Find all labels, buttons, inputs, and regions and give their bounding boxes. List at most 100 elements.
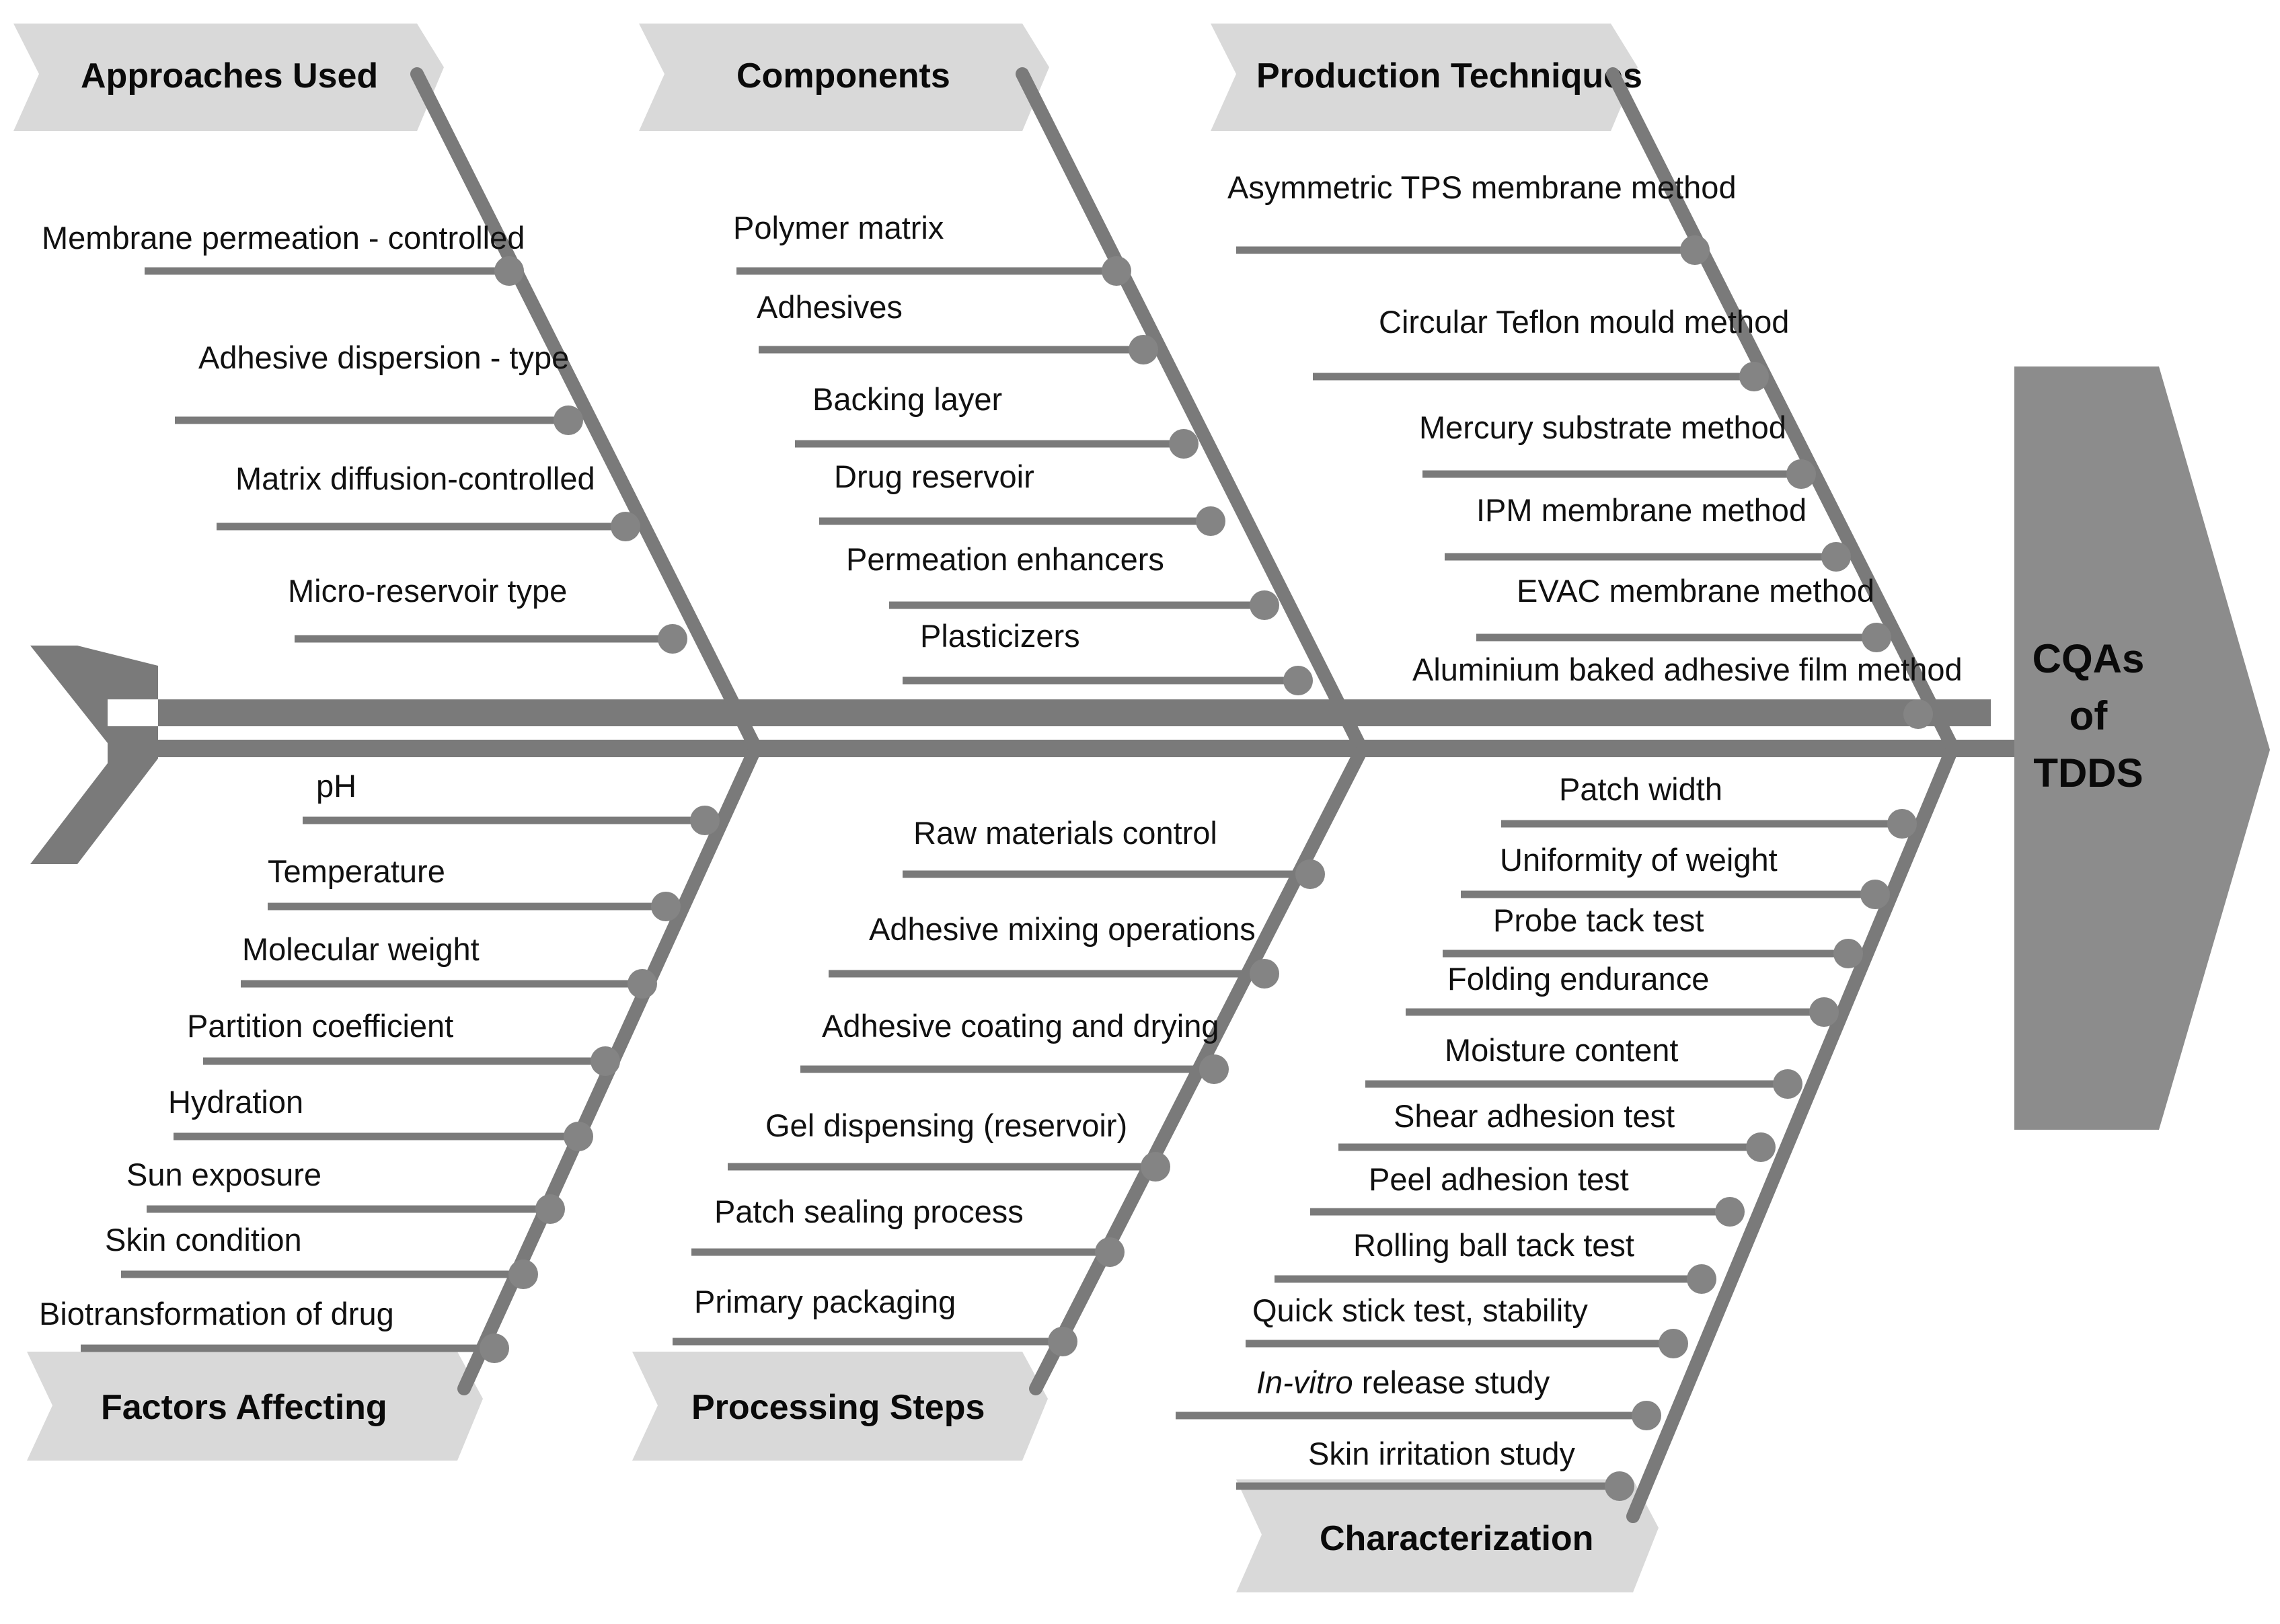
bone-label: Adhesive mixing operations — [869, 911, 1256, 947]
bone-group[interactable]: Drug reservoir — [819, 459, 1225, 536]
bone-label: Peel adhesion test — [1369, 1161, 1629, 1197]
bone-group[interactable]: Gel dispensing (reservoir) — [728, 1108, 1170, 1182]
bone-group[interactable]: Micro-reservoir type — [288, 573, 687, 654]
bone-dot — [1739, 362, 1769, 391]
bone-group[interactable]: Mercury substrate method — [1419, 410, 1816, 489]
bone-dot — [1659, 1329, 1688, 1358]
bone-label: Probe tack test — [1493, 902, 1704, 938]
bone-group[interactable]: Temperature — [268, 853, 681, 921]
bone-group[interactable]: Polymer matrix — [733, 210, 1131, 286]
banner-processing-steps — [632, 1352, 1048, 1461]
bone-group[interactable]: EVAC membrane method — [1476, 573, 1891, 652]
branch-approaches-used[interactable]: Approaches Used Membrane permeation - co… — [13, 24, 760, 750]
bone-group[interactable]: Adhesives — [757, 289, 1158, 364]
bone-group[interactable]: Folding endurance — [1406, 961, 1839, 1027]
bone-group[interactable]: Skin condition — [105, 1222, 538, 1289]
spine-tail-arrow — [30, 646, 1991, 864]
bone-label: Micro-reservoir type — [288, 573, 567, 609]
branch-line-characterization — [1626, 746, 1957, 1523]
bone-dot — [1887, 809, 1917, 839]
bone-group[interactable]: Uniformity of weight — [1461, 842, 1890, 909]
bone-group[interactable]: Probe tack test — [1443, 902, 1863, 968]
bone-group[interactable]: Aluminium baked adhesive film method — [1412, 652, 1963, 729]
bone-group[interactable]: Primary packaging — [673, 1284, 1077, 1356]
bone-group[interactable]: Plasticizers — [903, 618, 1313, 695]
bone-dot — [494, 256, 524, 286]
bone-group[interactable]: Backing layer — [795, 381, 1199, 459]
bone-group[interactable]: Moisture content — [1365, 1032, 1802, 1099]
bone-dot — [1169, 429, 1199, 459]
bone-dot — [535, 1194, 565, 1224]
bone-dot — [1102, 256, 1131, 286]
bone-label: Folding endurance — [1447, 961, 1709, 997]
bone-dot — [1196, 506, 1225, 536]
bone-dot — [611, 512, 640, 541]
bone-group[interactable]: Shear adhesion test — [1338, 1098, 1776, 1162]
bone-group[interactable]: Adhesive dispersion - type — [175, 340, 583, 435]
bone-label: Skin irritation study — [1308, 1436, 1576, 1471]
bone-group[interactable]: Biotransformation of drug — [39, 1296, 509, 1363]
bone-dot — [1250, 590, 1279, 620]
bone-group[interactable]: IPM membrane method — [1445, 492, 1851, 572]
bone-dot — [480, 1333, 509, 1363]
bone-group[interactable]: Sun exposure — [126, 1157, 565, 1224]
branch-components[interactable]: Components Polymer matrix Adhesives Back… — [639, 24, 1365, 750]
spine-group — [30, 646, 2058, 864]
bone-label: Adhesive coating and drying — [822, 1008, 1219, 1044]
banner-characterization — [1236, 1479, 1659, 1592]
bone-group[interactable]: Membrane permeation - controlled — [42, 220, 525, 286]
bone-label: Circular Teflon mould method — [1379, 304, 1789, 340]
bone-dot — [1809, 997, 1839, 1027]
bone-label: Partition coefficient — [187, 1008, 453, 1044]
bone-label: Adhesives — [757, 289, 903, 325]
bone-group[interactable]: Partition coefficient — [187, 1008, 620, 1076]
bone-group[interactable]: In-vitro release study — [1176, 1364, 1661, 1430]
bone-dot — [1862, 623, 1891, 652]
bone-dot — [1295, 859, 1325, 889]
bone-group[interactable]: pH — [303, 768, 720, 835]
bone-dot — [1860, 880, 1890, 909]
bone-dot — [1687, 1264, 1716, 1294]
bone-group[interactable]: Circular Teflon mould method — [1313, 304, 1789, 391]
bone-group[interactable]: Quick stick test, stability — [1246, 1292, 1688, 1358]
effect-head[interactable]: CQAs of TDDS — [2014, 366, 2270, 1130]
bone-group[interactable]: Molecular weight — [241, 931, 657, 999]
branch-production-techniques[interactable]: Production Techniques Asymmetric TPS mem… — [1211, 24, 1963, 750]
bone-dot — [1903, 699, 1933, 729]
bone-group[interactable]: Adhesive mixing operations — [829, 911, 1279, 989]
bone-dot — [1821, 542, 1851, 572]
bone-dot — [1283, 666, 1313, 695]
banner-production-techniques — [1211, 24, 1638, 131]
bone-dot — [554, 405, 583, 435]
bone-group[interactable]: Skin irritation study — [1236, 1436, 1634, 1501]
bone-group[interactable]: Matrix diffusion-controlled — [217, 461, 640, 541]
bone-label: Mercury substrate method — [1419, 410, 1786, 445]
bone-group[interactable]: Hydration — [168, 1084, 593, 1151]
bone-label: Permeation enhancers — [846, 541, 1164, 577]
bone-label: Uniformity of weight — [1500, 842, 1778, 878]
bone-group[interactable]: Adhesive coating and drying — [800, 1008, 1229, 1084]
bone-group[interactable]: Raw materials control — [903, 815, 1325, 889]
effect-head-line-1: CQAs — [2032, 636, 2145, 681]
bone-dot — [1199, 1054, 1229, 1084]
bone-label: Backing layer — [812, 381, 1002, 417]
category-label-characterization: Characterization — [1320, 1519, 1593, 1558]
bone-group[interactable]: Asymmetric TPS membrane method — [1227, 169, 1737, 265]
bone-dot — [1680, 235, 1710, 265]
bone-label: Patch width — [1559, 771, 1722, 807]
bone-group[interactable]: Patch width — [1501, 771, 1917, 839]
bone-label: Skin condition — [105, 1222, 302, 1258]
bone-label: pH — [316, 768, 356, 804]
bone-group[interactable]: Peel adhesion test — [1310, 1161, 1745, 1227]
bone-label: Biotransformation of drug — [39, 1296, 394, 1331]
bone-group[interactable]: Patch sealing process — [691, 1194, 1125, 1267]
branch-characterization[interactable]: Characterization Patch width Uniformity … — [1176, 746, 1957, 1592]
bone-group[interactable]: Rolling ball tack test — [1275, 1227, 1716, 1294]
branch-processing-steps[interactable]: Processing Steps Raw materials control A… — [632, 746, 1367, 1461]
bone-dot — [658, 624, 687, 654]
bone-group[interactable]: Permeation enhancers — [846, 541, 1279, 620]
bone-dot — [1048, 1327, 1077, 1356]
bone-dot — [1250, 959, 1279, 989]
branch-factors-affecting[interactable]: Factors Affecting pH Temperature Molecul… — [27, 746, 760, 1461]
bone-dot — [1786, 459, 1816, 489]
